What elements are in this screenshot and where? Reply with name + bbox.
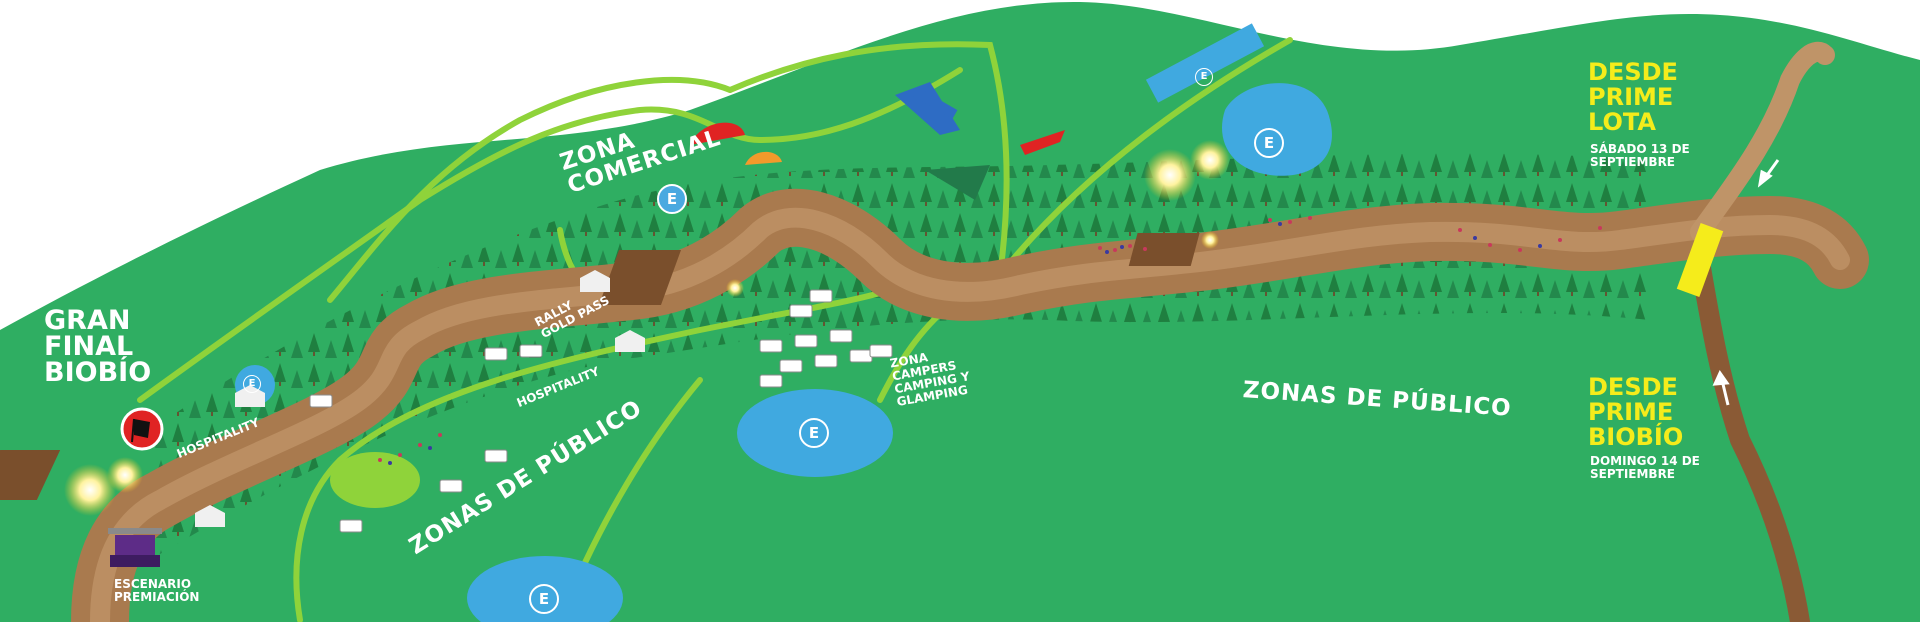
- access-roads: [1676, 41, 1835, 622]
- spectator-areas: [0, 216, 1602, 508]
- firework-icon: [64, 140, 1230, 516]
- parking-pin-2[interactable]: E: [529, 584, 559, 614]
- parking-pin-1[interactable]: E: [799, 418, 829, 448]
- desde-biobio-label: DESDE PRIME BIOBÍO: [1588, 373, 1684, 451]
- parking-pin-5[interactable]: E: [657, 184, 687, 214]
- stage-start-line: [1676, 223, 1724, 297]
- gran-final-label: GRAN FINAL BIOBÍO: [44, 305, 152, 388]
- finish-flag-icon: [120, 407, 164, 451]
- campers: [309, 289, 893, 533]
- parking-pin-6[interactable]: E: [243, 375, 261, 393]
- biobio-date-label: DOMINGO 14 DE SEPTIEMBRE: [1590, 454, 1700, 481]
- paraglider-icon: [690, 122, 782, 165]
- rally-road: [71, 188, 1869, 622]
- desde-lota-label: DESDE PRIME LOTA: [1588, 58, 1678, 136]
- arrow-icon: [1712, 159, 1780, 406]
- parking-pin-4[interactable]: E: [1195, 68, 1213, 86]
- escenario-label: ESCENARIO PREMIACIÓN: [114, 577, 200, 604]
- parking-pin-3[interactable]: E: [1254, 128, 1284, 158]
- stage-icon: [108, 528, 162, 567]
- parking-lot-4: [1145, 23, 1265, 103]
- airplane-icon: [895, 82, 1065, 200]
- lota-date-label: SÁBADO 13 DE SEPTIEMBRE: [1590, 142, 1690, 169]
